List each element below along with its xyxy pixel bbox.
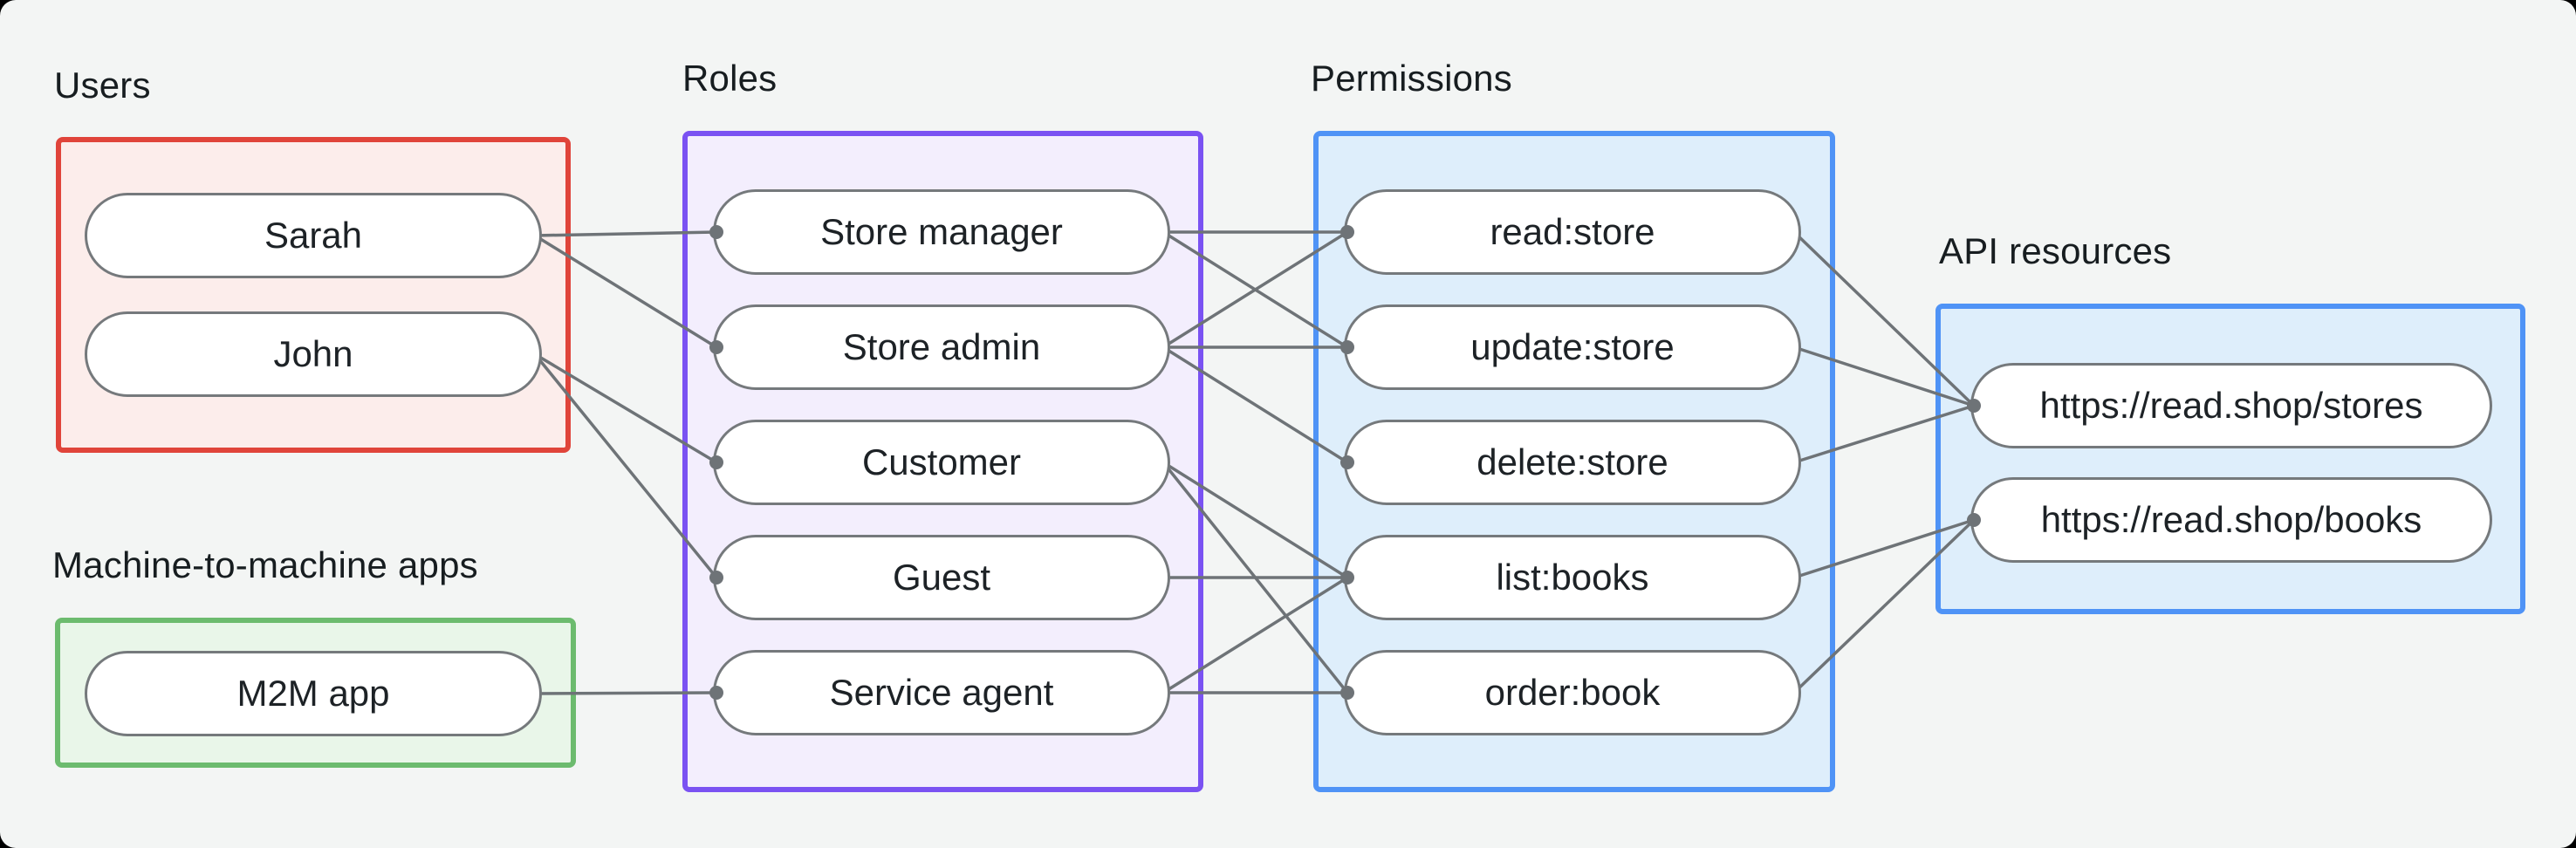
group-label-roles: Roles <box>682 58 778 99</box>
node-john: John <box>85 311 542 397</box>
node-label-store-admin: Store admin <box>842 326 1041 367</box>
node-delete-store: delete:store <box>1344 420 1801 505</box>
node-m2m-app: M2M app <box>85 651 542 736</box>
node-label-stores-api: https://read.shop/stores <box>2039 385 2423 426</box>
edge-sarah-to-store-manager <box>534 230 717 237</box>
group-label-permissions: Permissions <box>1311 58 1512 99</box>
edge-john-to-guest <box>533 352 718 579</box>
edge-store-admin-to-read-store <box>1162 230 1348 349</box>
edge-delete-store-to-stores-api <box>1793 404 1975 464</box>
node-label-customer: Customer <box>861 441 1022 482</box>
group-box-users <box>56 137 571 453</box>
node-list-books: list:books <box>1344 535 1801 620</box>
edge-sarah-to-store-admin <box>534 234 717 349</box>
node-sarah: Sarah <box>85 193 542 278</box>
node-label-order-book: order:book <box>1484 672 1661 713</box>
edge-list-books-to-books-api <box>1793 518 1975 579</box>
node-service-agent: Service agent <box>713 650 1170 735</box>
node-label-service-agent: Service agent <box>829 672 1054 713</box>
node-label-guest: Guest <box>892 557 991 598</box>
node-store-admin: Store admin <box>713 304 1170 390</box>
node-label-update-store: update:store <box>1470 326 1675 367</box>
edge-update-store-to-stores-api <box>1793 345 1975 407</box>
node-guest: Guest <box>713 535 1170 620</box>
edge-read-store-to-stores-api <box>1792 230 1976 407</box>
node-stores-api: https://read.shop/stores <box>1970 363 2492 448</box>
node-update-store: update:store <box>1344 304 1801 390</box>
edge-john-to-customer <box>534 352 717 464</box>
node-read-store: read:store <box>1344 189 1801 275</box>
node-customer: Customer <box>713 420 1170 505</box>
edge-service-agent-to-list-books <box>1162 576 1348 694</box>
edge-store-admin-to-delete-store <box>1162 345 1348 464</box>
node-label-list-books: list:books <box>1496 557 1649 598</box>
node-store-manager: Store manager <box>713 189 1170 275</box>
node-label-store-manager: Store manager <box>820 211 1063 252</box>
node-order-book: order:book <box>1344 650 1801 735</box>
node-label-sarah: Sarah <box>264 215 363 256</box>
node-label-books-api: https://read.shop/books <box>2040 499 2422 540</box>
node-books-api: https://read.shop/books <box>1970 477 2492 563</box>
node-label-m2m-app: M2M app <box>236 673 390 714</box>
group-label-users: Users <box>54 65 151 106</box>
group-label-m2m-apps: Machine-to-machine apps <box>52 544 478 585</box>
node-label-john: John <box>273 333 353 374</box>
edge-customer-to-list-books <box>1162 461 1348 579</box>
group-label-api-resources: API resources <box>1939 230 2172 271</box>
node-label-read-store: read:store <box>1490 211 1655 252</box>
node-label-delete-store: delete:store <box>1476 441 1668 482</box>
edge-order-book-to-books-api <box>1792 518 1976 694</box>
edge-m2m-app-to-service-agent <box>534 691 717 695</box>
